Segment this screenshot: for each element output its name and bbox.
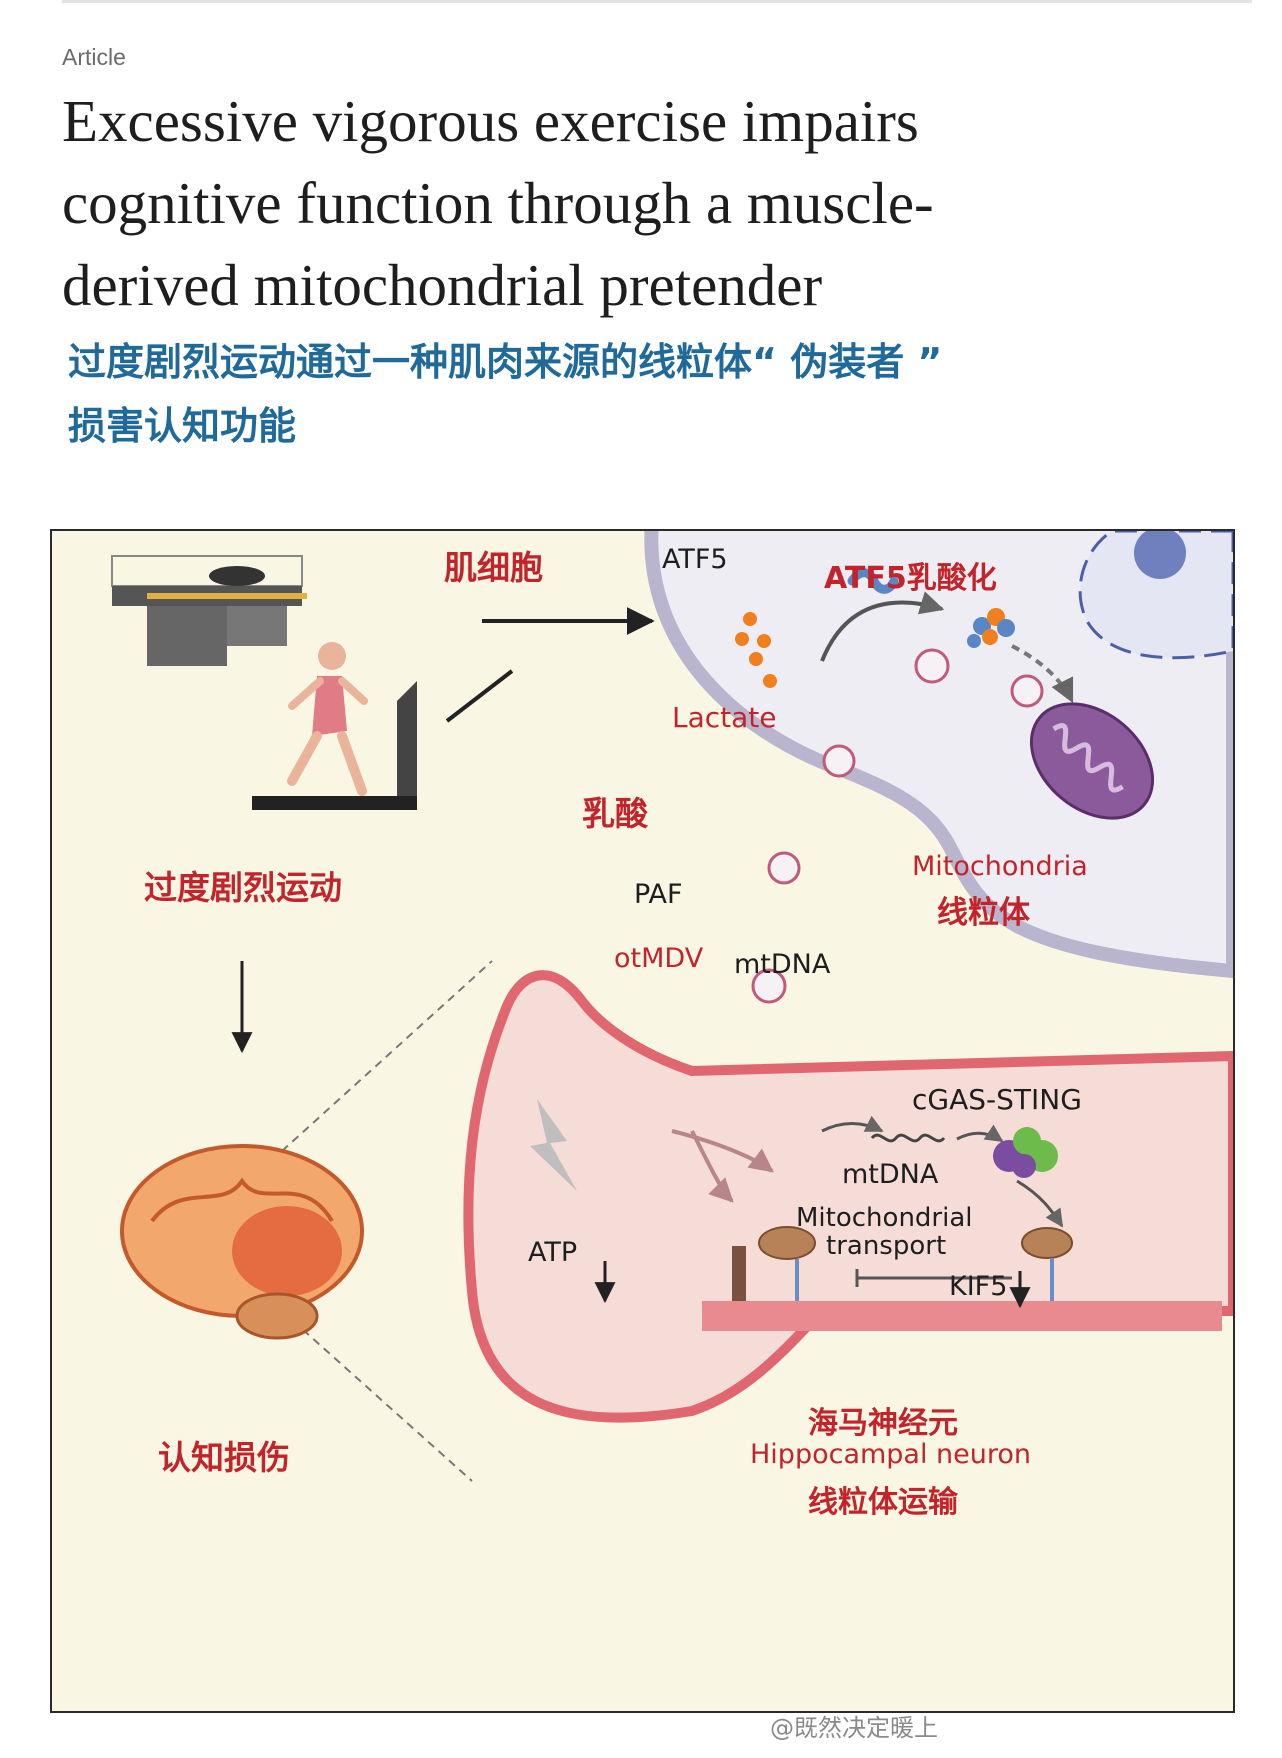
title-zh-line-2: 损害认知功能: [68, 404, 297, 448]
lactate-dots: [735, 612, 777, 688]
connector-runner: [445, 669, 514, 723]
label-mitochondria-en: Mitochondria: [912, 851, 1088, 882]
graphical-abstract: 肌细胞 ATF5 ATF5乳酸化 Lactate 乳酸 Mitochondria…: [50, 529, 1235, 1713]
article-title-chinese: 过度剧烈运动通过一种肌肉来源的线粒体“ 伪装者 ” 损害认知功能: [68, 330, 1228, 458]
top-divider: [62, 0, 1252, 3]
arrow-cgas-to-kif5: [1016, 1179, 1064, 1228]
arrow-to-mtdna: [821, 1115, 884, 1133]
anchored-vesicle: [732, 1246, 746, 1301]
title-line-3: derived mitochondrial pretender: [62, 252, 823, 318]
title-line-1: Excessive vigorous exercise impairs: [62, 88, 919, 154]
label-muscle-cell: 肌细胞: [444, 548, 543, 587]
rodent-treadmill: [111, 555, 307, 666]
article-title: Excessive vigorous exercise impairs cogn…: [62, 80, 1222, 326]
mtdna-helix: [870, 1133, 946, 1143]
muscle-cell-membrane: [644, 531, 1233, 979]
mitochondrion-neuron-2: [1021, 1227, 1073, 1301]
atf5-protein: [847, 568, 899, 594]
label-lactic-acid: 乳酸: [582, 794, 648, 833]
label-atf5-lactylation: ATF5乳酸化: [824, 561, 997, 596]
microtubule-track: [702, 1301, 1222, 1331]
label-mitochondrial: Mitochondrial: [796, 1203, 973, 1233]
label-lactate: Lactate: [672, 701, 777, 734]
arrow-otmdv-entry: [671, 1129, 774, 1173]
title-zh-line-1: 过度剧烈运动通过一种肌肉来源的线粒体“ 伪装者 ”: [68, 340, 943, 384]
label-mitochondria-zh: 线粒体: [937, 895, 1030, 931]
label-otmdv: otMDV: [614, 943, 704, 974]
arrow-to-cgas: [956, 1124, 1004, 1143]
figure-artwork: [111, 531, 1233, 1482]
label-cgas-sting: cGAS-STING: [912, 1083, 1082, 1116]
label-hippocampal-en: Hippocampal neuron: [750, 1439, 1032, 1470]
runner-treadmill: [252, 642, 417, 810]
zoom-line-top: [281, 960, 493, 1152]
article-type-label: Article: [62, 44, 126, 70]
arrow-to-transport: [690, 1130, 734, 1203]
nucleolus: [1134, 531, 1186, 579]
brain-illustration: [120, 1144, 364, 1340]
label-hippocampal-zh: 海马神经元: [808, 1406, 958, 1441]
label-mtdna-lower: mtDNA: [842, 1159, 939, 1190]
mitochondrion-neuron-1: [758, 1226, 816, 1301]
arrow-lactylation: [820, 591, 945, 662]
label-atp: ATP: [528, 1237, 578, 1268]
label-kif5: KIF5: [949, 1271, 1008, 1302]
label-cognitive-impairment: 认知损伤: [158, 1438, 290, 1477]
label-paf: PAF: [634, 879, 683, 910]
neuron-soma-membrane: [463, 970, 1233, 1423]
watermark: @既然决定暖上: [770, 1714, 938, 1742]
atp-lightning-icon: [530, 1099, 577, 1191]
atf5-lactylated: [967, 608, 1015, 648]
cgas-sting-complex: [993, 1127, 1058, 1178]
mitochondrion-muscle: [1029, 702, 1155, 820]
nucleus: [1078, 531, 1233, 660]
label-mito-transport-zh: 线粒体运输: [808, 1485, 958, 1520]
arrow-to-mitochondria: [1011, 644, 1074, 704]
label-atf5: ATF5: [662, 544, 728, 575]
label-mtdna-upper: mtDNA: [734, 949, 831, 980]
label-transport: transport: [826, 1231, 947, 1261]
title-line-2: cognitive function through a muscle-: [62, 170, 934, 236]
label-excessive-exercise: 过度剧烈运动: [144, 868, 342, 907]
zoom-line-bottom: [281, 1310, 473, 1482]
